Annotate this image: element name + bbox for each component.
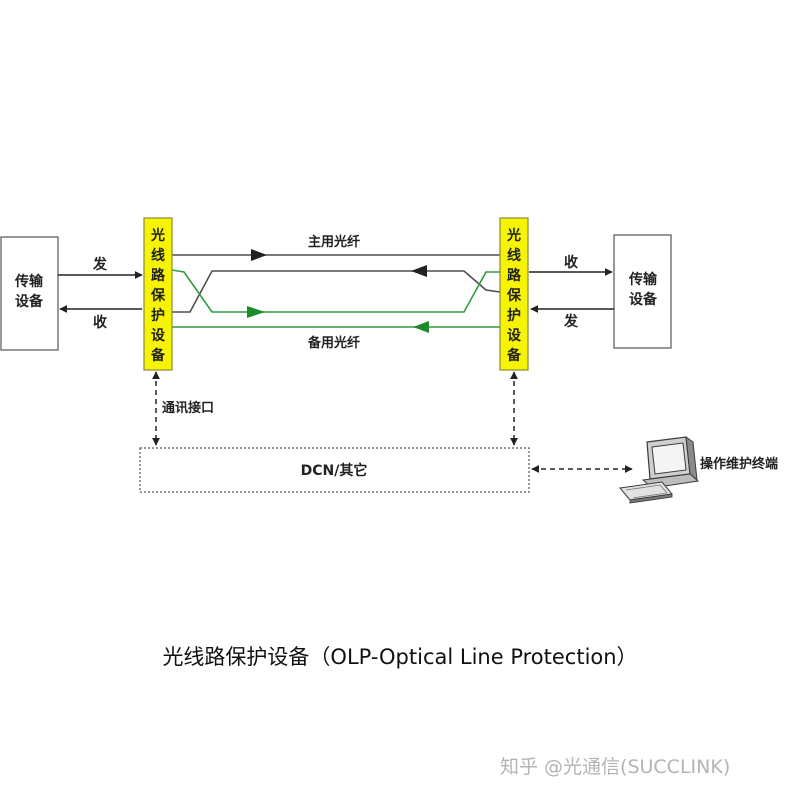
- computer-terminal-icon: [619, 435, 700, 504]
- right-olp-char: 光: [506, 227, 521, 244]
- backup-fiber-cross-arrow: [247, 306, 265, 318]
- right-transmission-label-1: 传输: [628, 271, 658, 288]
- right-transmission-device: 传输 设备: [613, 234, 672, 349]
- left-receive-label: 收: [93, 314, 108, 331]
- left-olp-char: 线: [151, 247, 165, 264]
- backup-fiber: [171, 269, 500, 333]
- right-olp-char: 护: [507, 307, 521, 324]
- left-send-label: 发: [92, 256, 108, 273]
- primary-fiber-cross-line: [172, 270, 501, 313]
- right-olp-char: 线: [507, 247, 521, 264]
- left-transmission-device: 传输 设备: [0, 236, 59, 351]
- left-olp-char: 护: [151, 307, 165, 324]
- left-olp-char: 光: [150, 227, 165, 244]
- left-transmission-label-2: 设备: [15, 293, 44, 310]
- left-olp-device: 光 线 路 保 护 设 备: [143, 217, 173, 371]
- primary-fiber-top-arrow: [251, 249, 267, 261]
- primary-fiber-label: 主用光纤: [308, 234, 360, 250]
- right-olp-char: 路: [507, 267, 522, 284]
- right-olp-char: 保: [506, 287, 522, 304]
- figure-caption: 光线路保护设备（OLP-Optical Line Protection）: [162, 645, 638, 669]
- right-olp-device: 光 线 路 保 护 设 备: [499, 217, 529, 371]
- backup-fiber-cross-line: [171, 269, 500, 313]
- comm-interface-label: 通讯接口: [162, 400, 214, 416]
- left-olp-char: 备: [150, 347, 166, 364]
- backup-fiber-label: 备用光纤: [307, 335, 360, 351]
- right-olp-char: 备: [506, 347, 522, 364]
- left-transmission-label-1: 传输: [14, 273, 44, 290]
- left-olp-char: 设: [151, 328, 166, 344]
- backup-fiber-bottom-arrow: [413, 321, 429, 333]
- left-olp-char: 路: [151, 267, 166, 284]
- left-olp-char: 保: [150, 287, 166, 304]
- dcn-box: DCN/其它: [139, 447, 530, 493]
- right-transmission-label-2: 设备: [629, 291, 658, 308]
- right-send-label: 发: [563, 313, 579, 330]
- primary-fiber-cross-arrow: [411, 265, 427, 277]
- terminal-label: 操作维护终端: [700, 456, 778, 472]
- right-olp-char: 设: [507, 328, 522, 344]
- dcn-label: DCN/其它: [301, 462, 368, 479]
- right-receive-label: 收: [564, 254, 579, 271]
- primary-fiber: [172, 249, 501, 313]
- watermark: 知乎 @光通信(SUCCLINK): [500, 756, 731, 778]
